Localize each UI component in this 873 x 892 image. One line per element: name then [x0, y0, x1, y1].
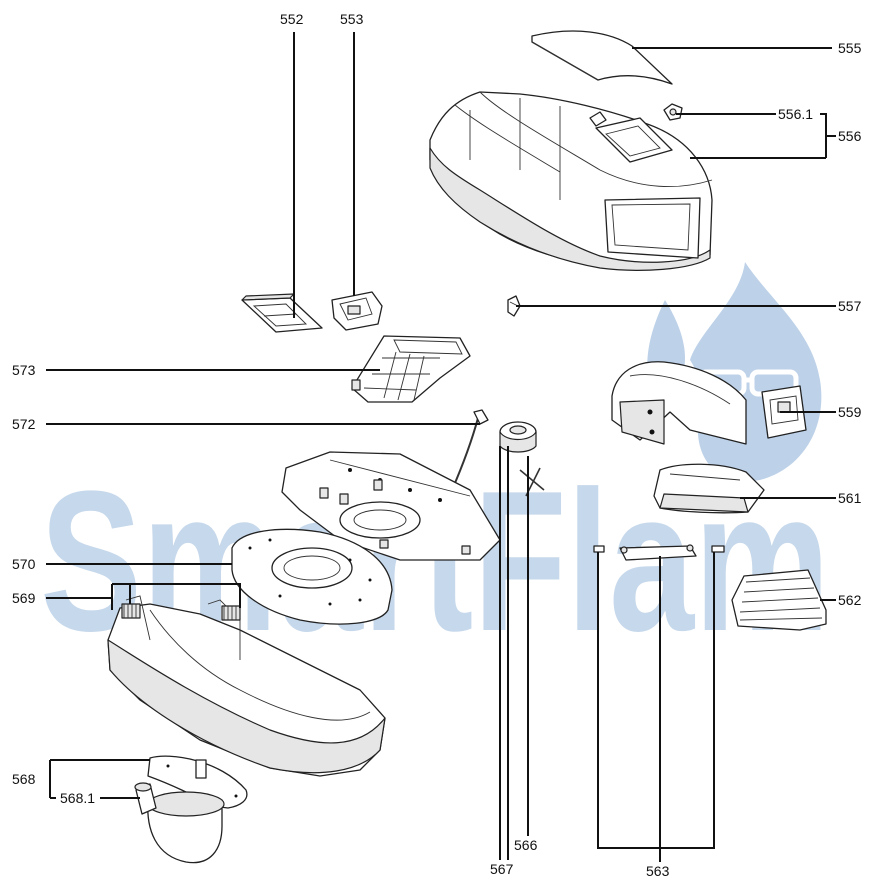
part-553-switch [331, 291, 383, 331]
part-base-shell [107, 595, 386, 777]
callout-556-1: 556.1 [778, 106, 813, 122]
part-563-bar-and-screws [593, 544, 725, 561]
callout-561: 561 [838, 490, 862, 506]
callout-568-1: 568.1 [60, 790, 95, 806]
callout-553: 553 [340, 11, 364, 27]
callout-562: 562 [838, 592, 862, 608]
part-555-lid-panel [531, 30, 673, 85]
callout-572: 572 [12, 416, 36, 432]
part-569-springs [121, 603, 241, 621]
callout-568: 568 [12, 771, 36, 787]
callout-570: 570 [12, 556, 36, 572]
callout-563: 563 [646, 863, 670, 879]
callout-569: 569 [12, 590, 36, 606]
part-552-bracket [241, 293, 323, 333]
part-568-1-sleeve [134, 782, 157, 815]
callout-557: 557 [838, 298, 862, 314]
part-570-fan-disc [231, 528, 393, 625]
callout-573: 573 [12, 362, 36, 378]
callout-567: 567 [490, 861, 514, 877]
part-557-screw [507, 295, 521, 317]
part-568-motor [147, 755, 248, 864]
callout-555: 555 [838, 40, 862, 56]
callout-559: 559 [838, 404, 862, 420]
callout-556: 556 [838, 128, 862, 144]
part-561-cover [653, 463, 765, 514]
part-burner-plate [281, 451, 501, 561]
part-562-grille [731, 569, 827, 631]
part-556-1-knob [663, 103, 683, 121]
callout-566: 566 [514, 837, 538, 853]
callout-labels: 552 553 555 556.1 556 557 559 561 562 56… [12, 11, 862, 879]
callout-552: 552 [280, 11, 304, 27]
leader-lines [46, 32, 836, 862]
part-556-hood-shell [429, 91, 713, 271]
part-573-grill-tray [351, 335, 471, 403]
part-567-gasket [499, 421, 537, 453]
